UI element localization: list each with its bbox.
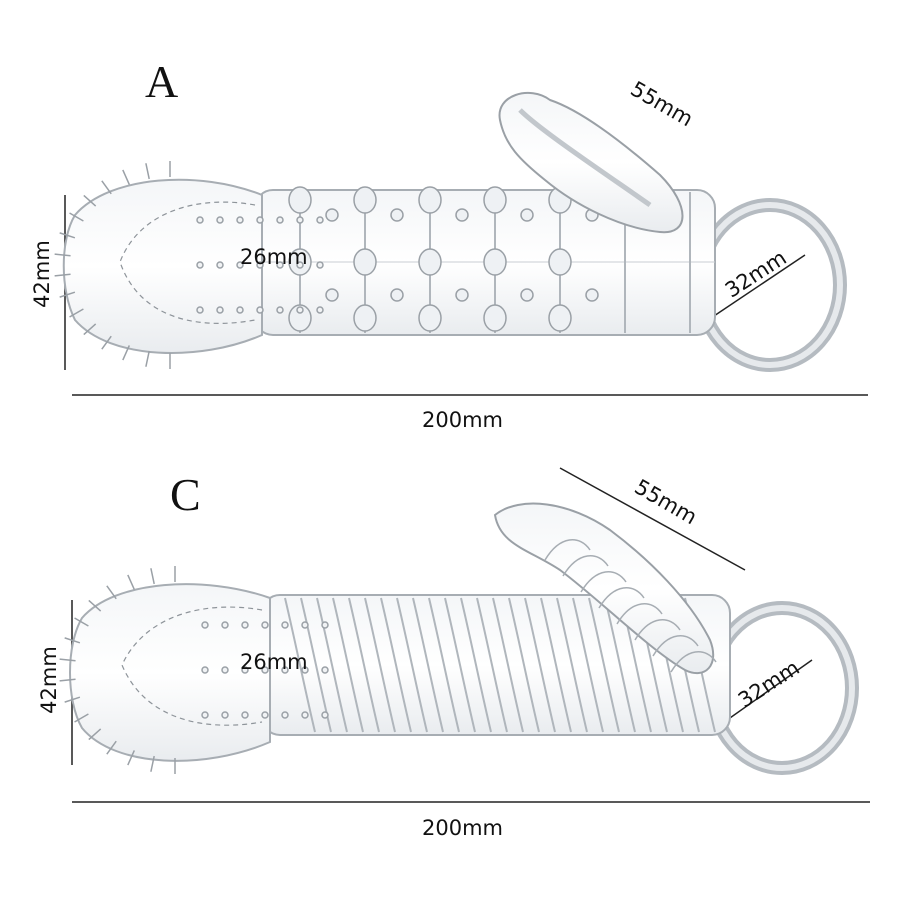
length-dimension-label: 200mm [422,816,503,840]
sleeve-a-illustration [54,91,868,396]
inner-dimension-label: 26mm [240,650,308,674]
head-shape [69,583,271,762]
nub-shape [493,502,715,675]
length-dimension-label: 200mm [422,408,503,432]
variant-label: A [145,56,179,107]
width-dimension-label: 42mm [36,646,61,714]
nub-dimension-line [559,467,746,571]
width-dimension-label: 42mm [29,240,54,308]
variant-label: C [170,469,201,520]
product-variant-c: C 42mm 26mm 55mm 32mm 200mm [0,450,900,900]
inner-dimension-label: 26mm [240,245,308,269]
head-shape [62,178,263,354]
product-variant-a: A 42mm 26mm 55mm 32mm 200mm [29,56,868,432]
ring-dimension-line [719,659,813,726]
sleeve-c-illustration [59,467,870,803]
ring-dimension-line [704,254,806,323]
